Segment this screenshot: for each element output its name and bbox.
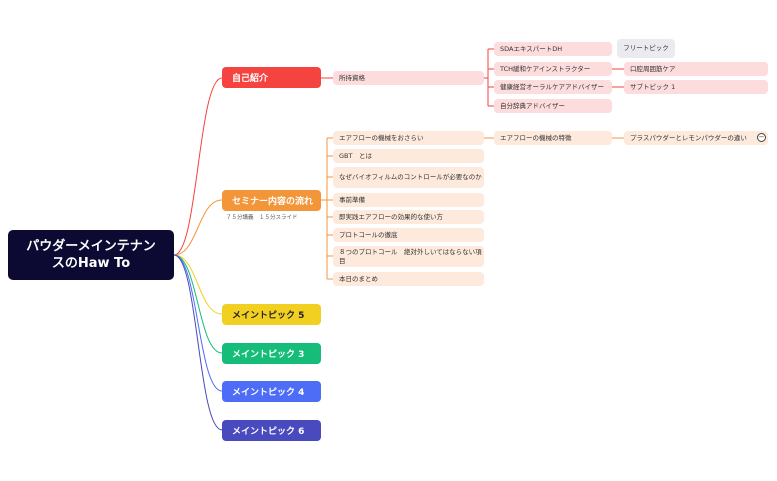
subtopic-tch-instructor[interactable]: TCH緩和ケアインストラクター [494,62,612,76]
subtopic-1[interactable]: サブトピック 1 [624,80,768,94]
main-topic-5[interactable]: メイントピック 5 [222,304,321,325]
subtopic-sda-expert[interactable]: SDAエキスパートDH [494,42,612,56]
main-topic-seminar-flow[interactable]: セミナー内容の流れ [222,190,321,211]
subtopic-airflow-features[interactable]: エアフローの機械の特徴 [494,131,612,145]
subtopic-preparation[interactable]: 事前準備 [333,193,484,207]
subtopic-airflow-review[interactable]: エアフローの機械をおさらい [333,131,484,145]
subtopic-eight-protocols[interactable]: ８つのプロトコール 絶対外しいてはならない項目 [333,246,484,267]
subtopic-perioral-care[interactable]: 口腔周囲筋ケア [624,62,768,76]
subtopic-airflow-usage[interactable]: 即実践エアフローの効果的な使い方 [333,210,484,224]
main-topic-4[interactable]: メイントピック 4 [222,381,321,402]
subtopic-protocol[interactable]: プロトコールの徹底 [333,228,484,242]
subtopic-qualification[interactable]: 所持資格 [333,71,484,85]
root-topic-title: パウダーメインテナン スのHaw To [26,239,156,271]
subtopic-gbt[interactable]: GBT とは [333,149,484,163]
subtopic-biofilm-control[interactable]: なぜバイオフィルムのコントロールが必要なのか [333,167,484,188]
main-topic-3[interactable]: メイントピック 3 [222,343,321,364]
collapse-button[interactable]: − [757,133,766,142]
subtopic-summary[interactable]: 本日のまとめ [333,272,484,286]
subtopic-powder-difference[interactable]: プラスパウダーとレモンパウダーの違い [624,131,768,145]
subtopic-health-advisor[interactable]: 健康経営オーラルケアアドバイザー [494,80,612,94]
main-topic-6[interactable]: メイントピック 6 [222,420,321,441]
seminar-note: ７５分講義 １５分スライド [226,215,298,221]
subtopic-dictionary-advisor[interactable]: 自分辞典アドバイザー [494,99,612,113]
root-topic[interactable]: パウダーメインテナン スのHaw To [8,230,174,280]
floating-topic[interactable]: フリートピック [617,39,675,58]
main-topic-self-intro[interactable]: 自己紹介 [222,67,321,88]
